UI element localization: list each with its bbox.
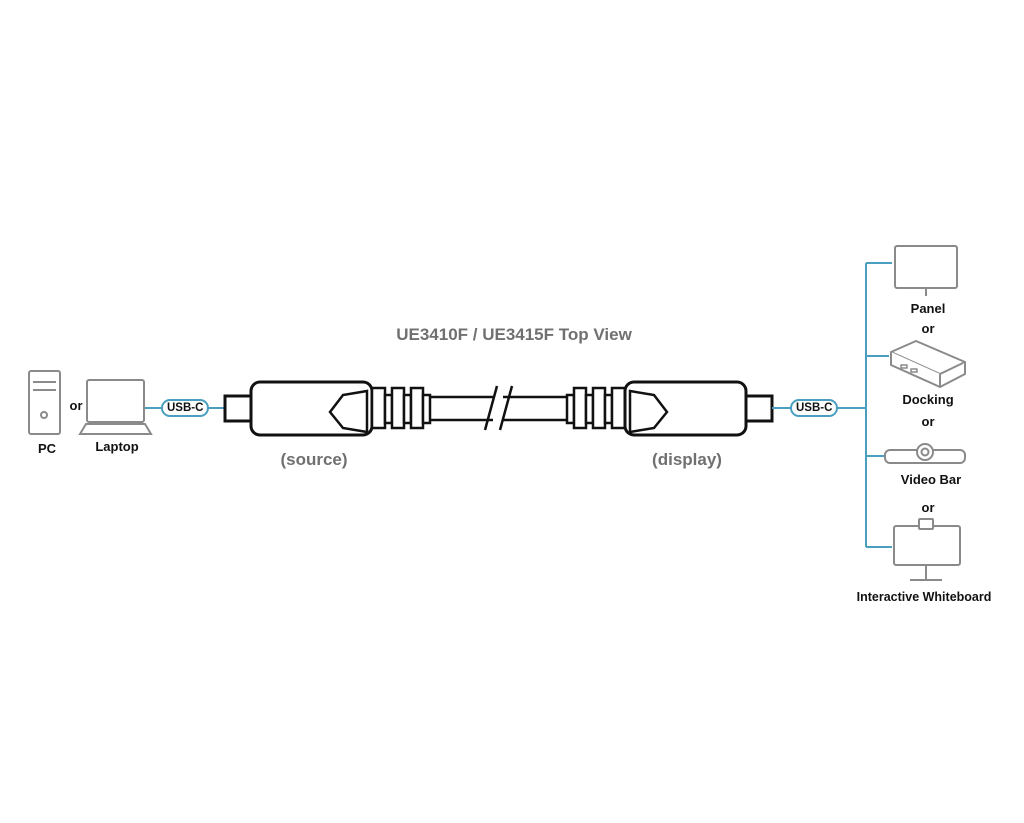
docking-station-icon — [890, 340, 966, 388]
or-label-3: or — [921, 500, 935, 515]
source-label: (source) — [280, 450, 348, 469]
laptop-icon — [78, 379, 153, 435]
video-bar-icon — [884, 443, 966, 464]
pc-label: PC — [37, 441, 57, 456]
source-connector — [223, 380, 432, 437]
laptop-label: Laptop — [95, 439, 139, 454]
monitor-icon — [894, 245, 958, 296]
docking-label: Docking — [902, 392, 954, 407]
pc-tower-icon — [28, 370, 61, 435]
usb-c-badge-right: USB-C — [790, 399, 839, 417]
usb-c-badge-left: USB-C — [161, 399, 210, 417]
whiteboard-icon — [893, 518, 961, 581]
diagram-title: UE3410F / UE3415F Top View — [396, 325, 632, 344]
or-label-2: or — [921, 414, 935, 429]
panel-label: Panel — [910, 301, 946, 316]
display-label: (display) — [652, 450, 722, 469]
or-label-left: or — [69, 398, 83, 413]
or-label-1: or — [921, 321, 935, 336]
whiteboard-label: Interactive Whiteboard — [856, 590, 992, 604]
video-bar-label: Video Bar — [900, 472, 962, 487]
display-connector — [565, 380, 774, 437]
cable-body — [430, 385, 567, 431]
